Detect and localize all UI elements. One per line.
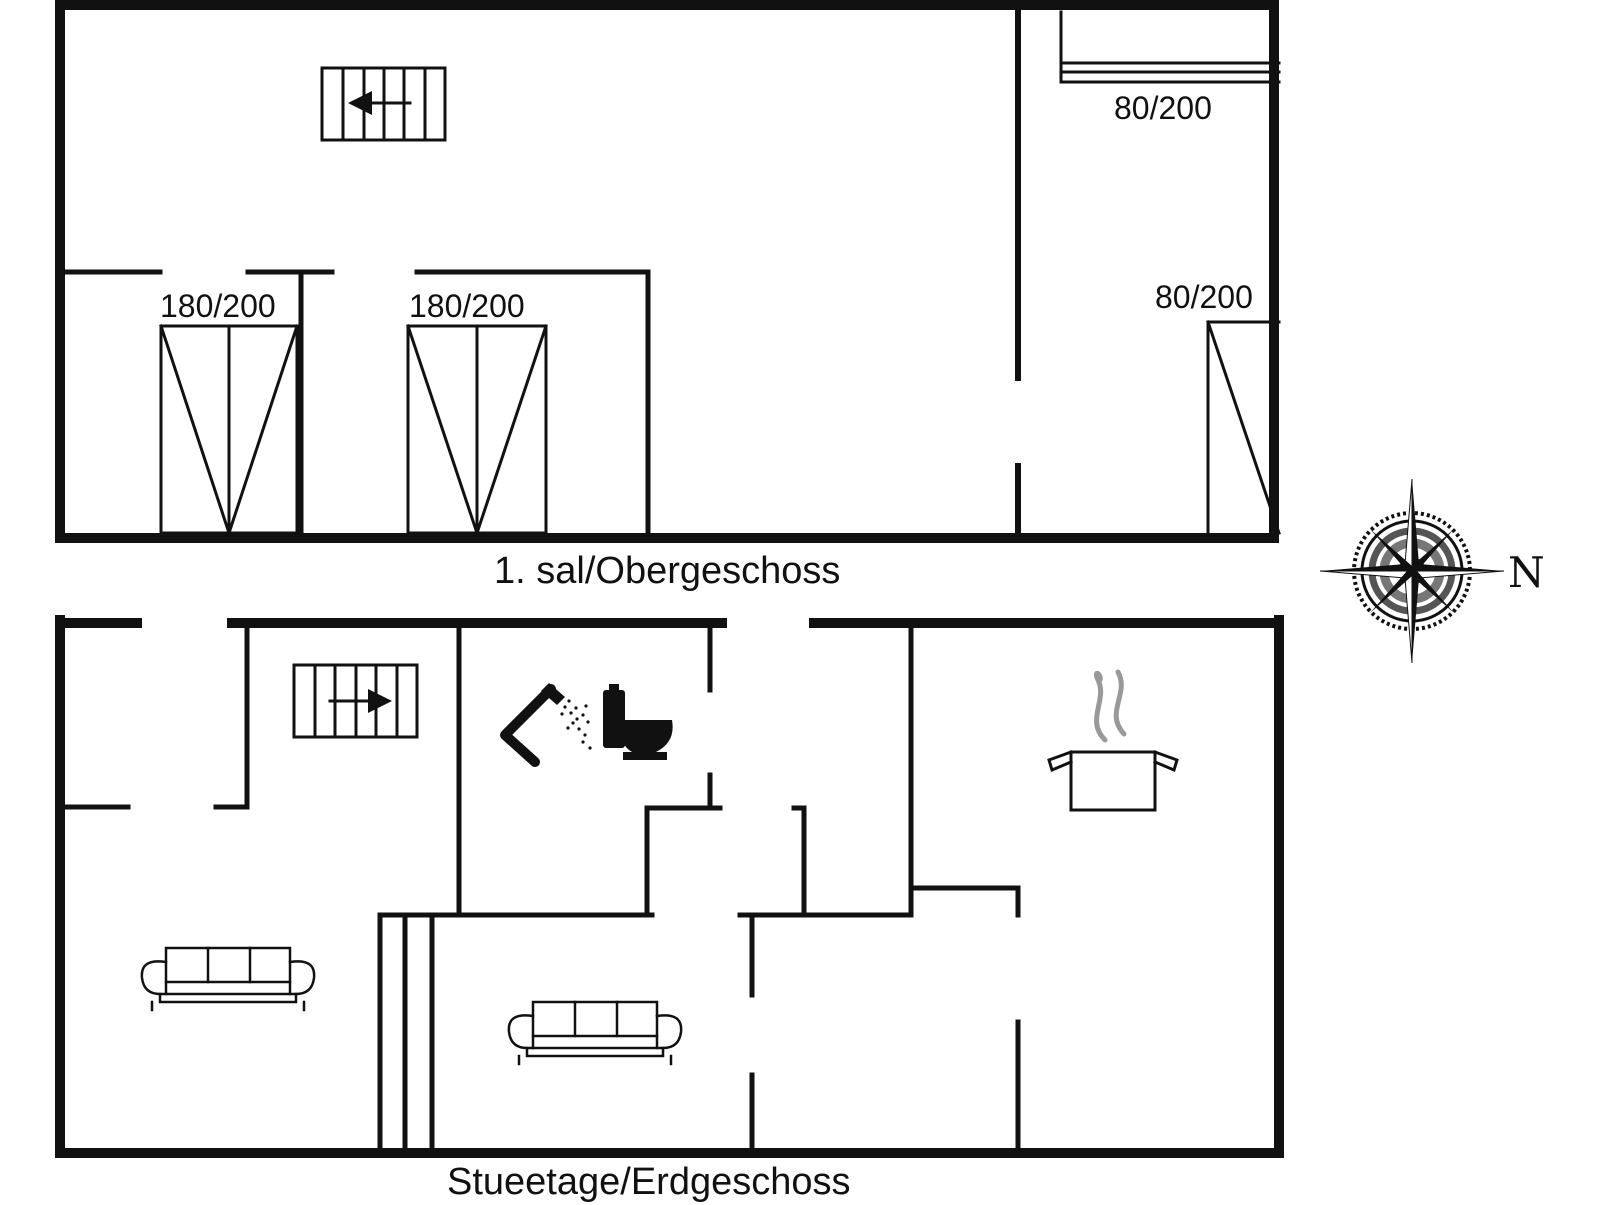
bed-size-label: 80/200 (1114, 90, 1212, 126)
ground-floor-label: Stueetage/Erdgeschoss (447, 1161, 851, 1203)
compass-north-label: N (1508, 548, 1545, 597)
upper-floor-outer-wall (55, 0, 1279, 543)
sofa-icon (140, 946, 316, 1012)
bed-icon (1059, 10, 1281, 84)
upper-floor-label: 1. sal/Obergeschoss (494, 550, 841, 592)
staircase-arrow-right-icon (292, 663, 419, 739)
compass-rose-icon (1319, 478, 1505, 664)
staircase (377, 912, 435, 1151)
staircase-arrow-left-icon (320, 66, 447, 142)
bed-size-label: 180/200 (160, 288, 276, 324)
bed-icon (406, 324, 548, 535)
bed-icon (159, 324, 299, 535)
sofa-icon (507, 1000, 683, 1066)
cooking-pot-icon (1047, 669, 1179, 812)
toilet-icon (603, 684, 673, 760)
bed-icon (1206, 320, 1281, 535)
shower-icon (500, 683, 592, 767)
ground-floor (55, 615, 1284, 1158)
bed-size-label: 180/200 (409, 288, 525, 324)
bed-size-label: 80/200 (1155, 279, 1253, 315)
upper-floor (55, 0, 1281, 543)
